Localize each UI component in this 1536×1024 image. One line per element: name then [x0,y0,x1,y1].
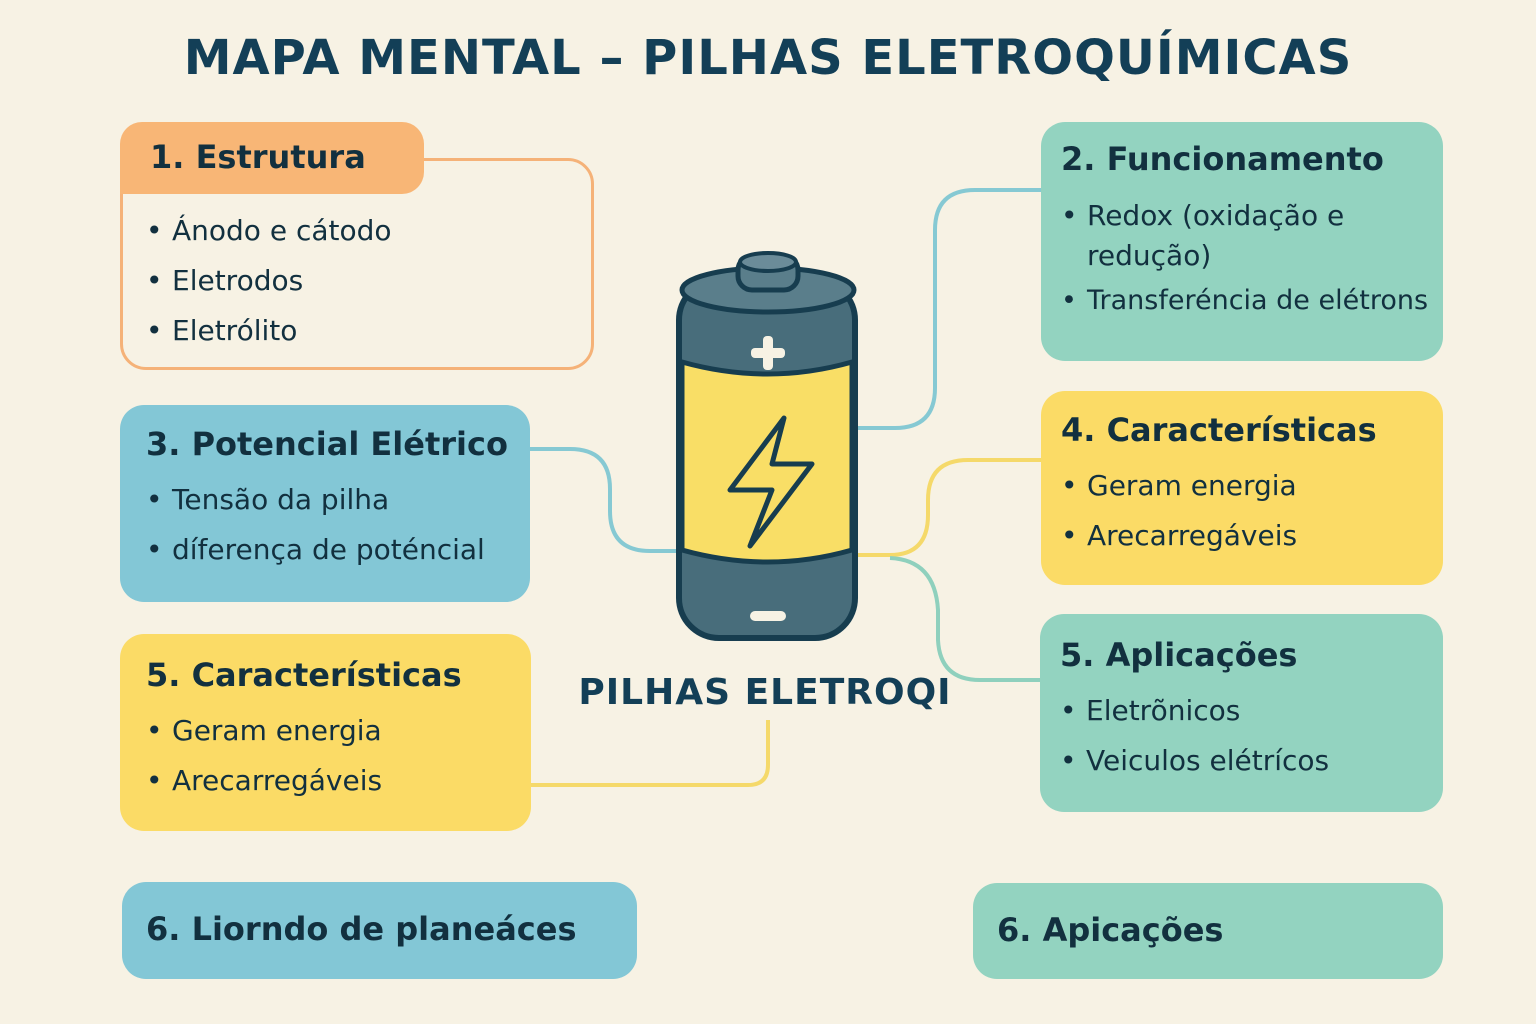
list-item: Eletrólito [146,306,392,356]
list-item: Geram energia [1061,461,1443,511]
node-title: 6. Liorndo de planeáces [146,910,577,948]
list-item: Ánodo e cátodo [146,206,392,256]
node-estrutura-header [120,122,424,194]
node-caracteristicas-left: 5. Características Geram energia Arecarr… [120,634,531,831]
node-title: 4. Características [1061,411,1377,449]
list-item: Transferéncia de elétrons [1061,276,1443,326]
center-label: PILHAS ELETROQI [578,672,952,713]
list-item: Eletrõnicos [1060,686,1443,736]
node-estrutura-list: Ánodo e cátodo Eletrodos Eletrólito [146,206,392,356]
node-funcionamento: 2. Funcionamento Redox (oxidação e reduç… [1041,122,1443,361]
node-title: 2. Funcionamento [1061,140,1384,178]
page-title: MAPA MENTAL – PILHAS ELETROQUÍMICAS [183,30,1353,86]
node-apicacoes: 6. Apicações [973,883,1443,979]
node-liorndo: 6. Liorndo de planeáces [122,882,637,979]
node-caracteristicas-right: 4. Características Geram energia Arecarr… [1041,391,1443,585]
node-aplicacoes: 5. Aplicações Eletrõnicos Veiculos elétr… [1040,614,1443,812]
list-item: Tensão da pilha [146,475,530,525]
list-item: Eletrodos [146,256,392,306]
node-title: 3. Potencial Elétrico [146,425,508,463]
node-title: 5. Características [146,656,462,694]
battery-icon [676,251,858,641]
list-item: Arecarregáveis [146,756,531,806]
list-item: Geram energia [146,706,531,756]
list-item: Veiculos elétrícos [1060,736,1443,786]
node-potencial: 3. Potencial Elétrico Tensão da pilha dí… [120,405,530,602]
list-item: Arecarregáveis [1061,511,1443,561]
list-item: Redox (oxidação e redução) [1061,196,1387,276]
node-estrutura-title: 1. Estrutura [150,138,366,176]
node-title: 6. Apicações [997,911,1224,949]
list-item: díferença de poténcial [146,525,530,575]
node-title: 5. Aplicações [1060,636,1298,674]
